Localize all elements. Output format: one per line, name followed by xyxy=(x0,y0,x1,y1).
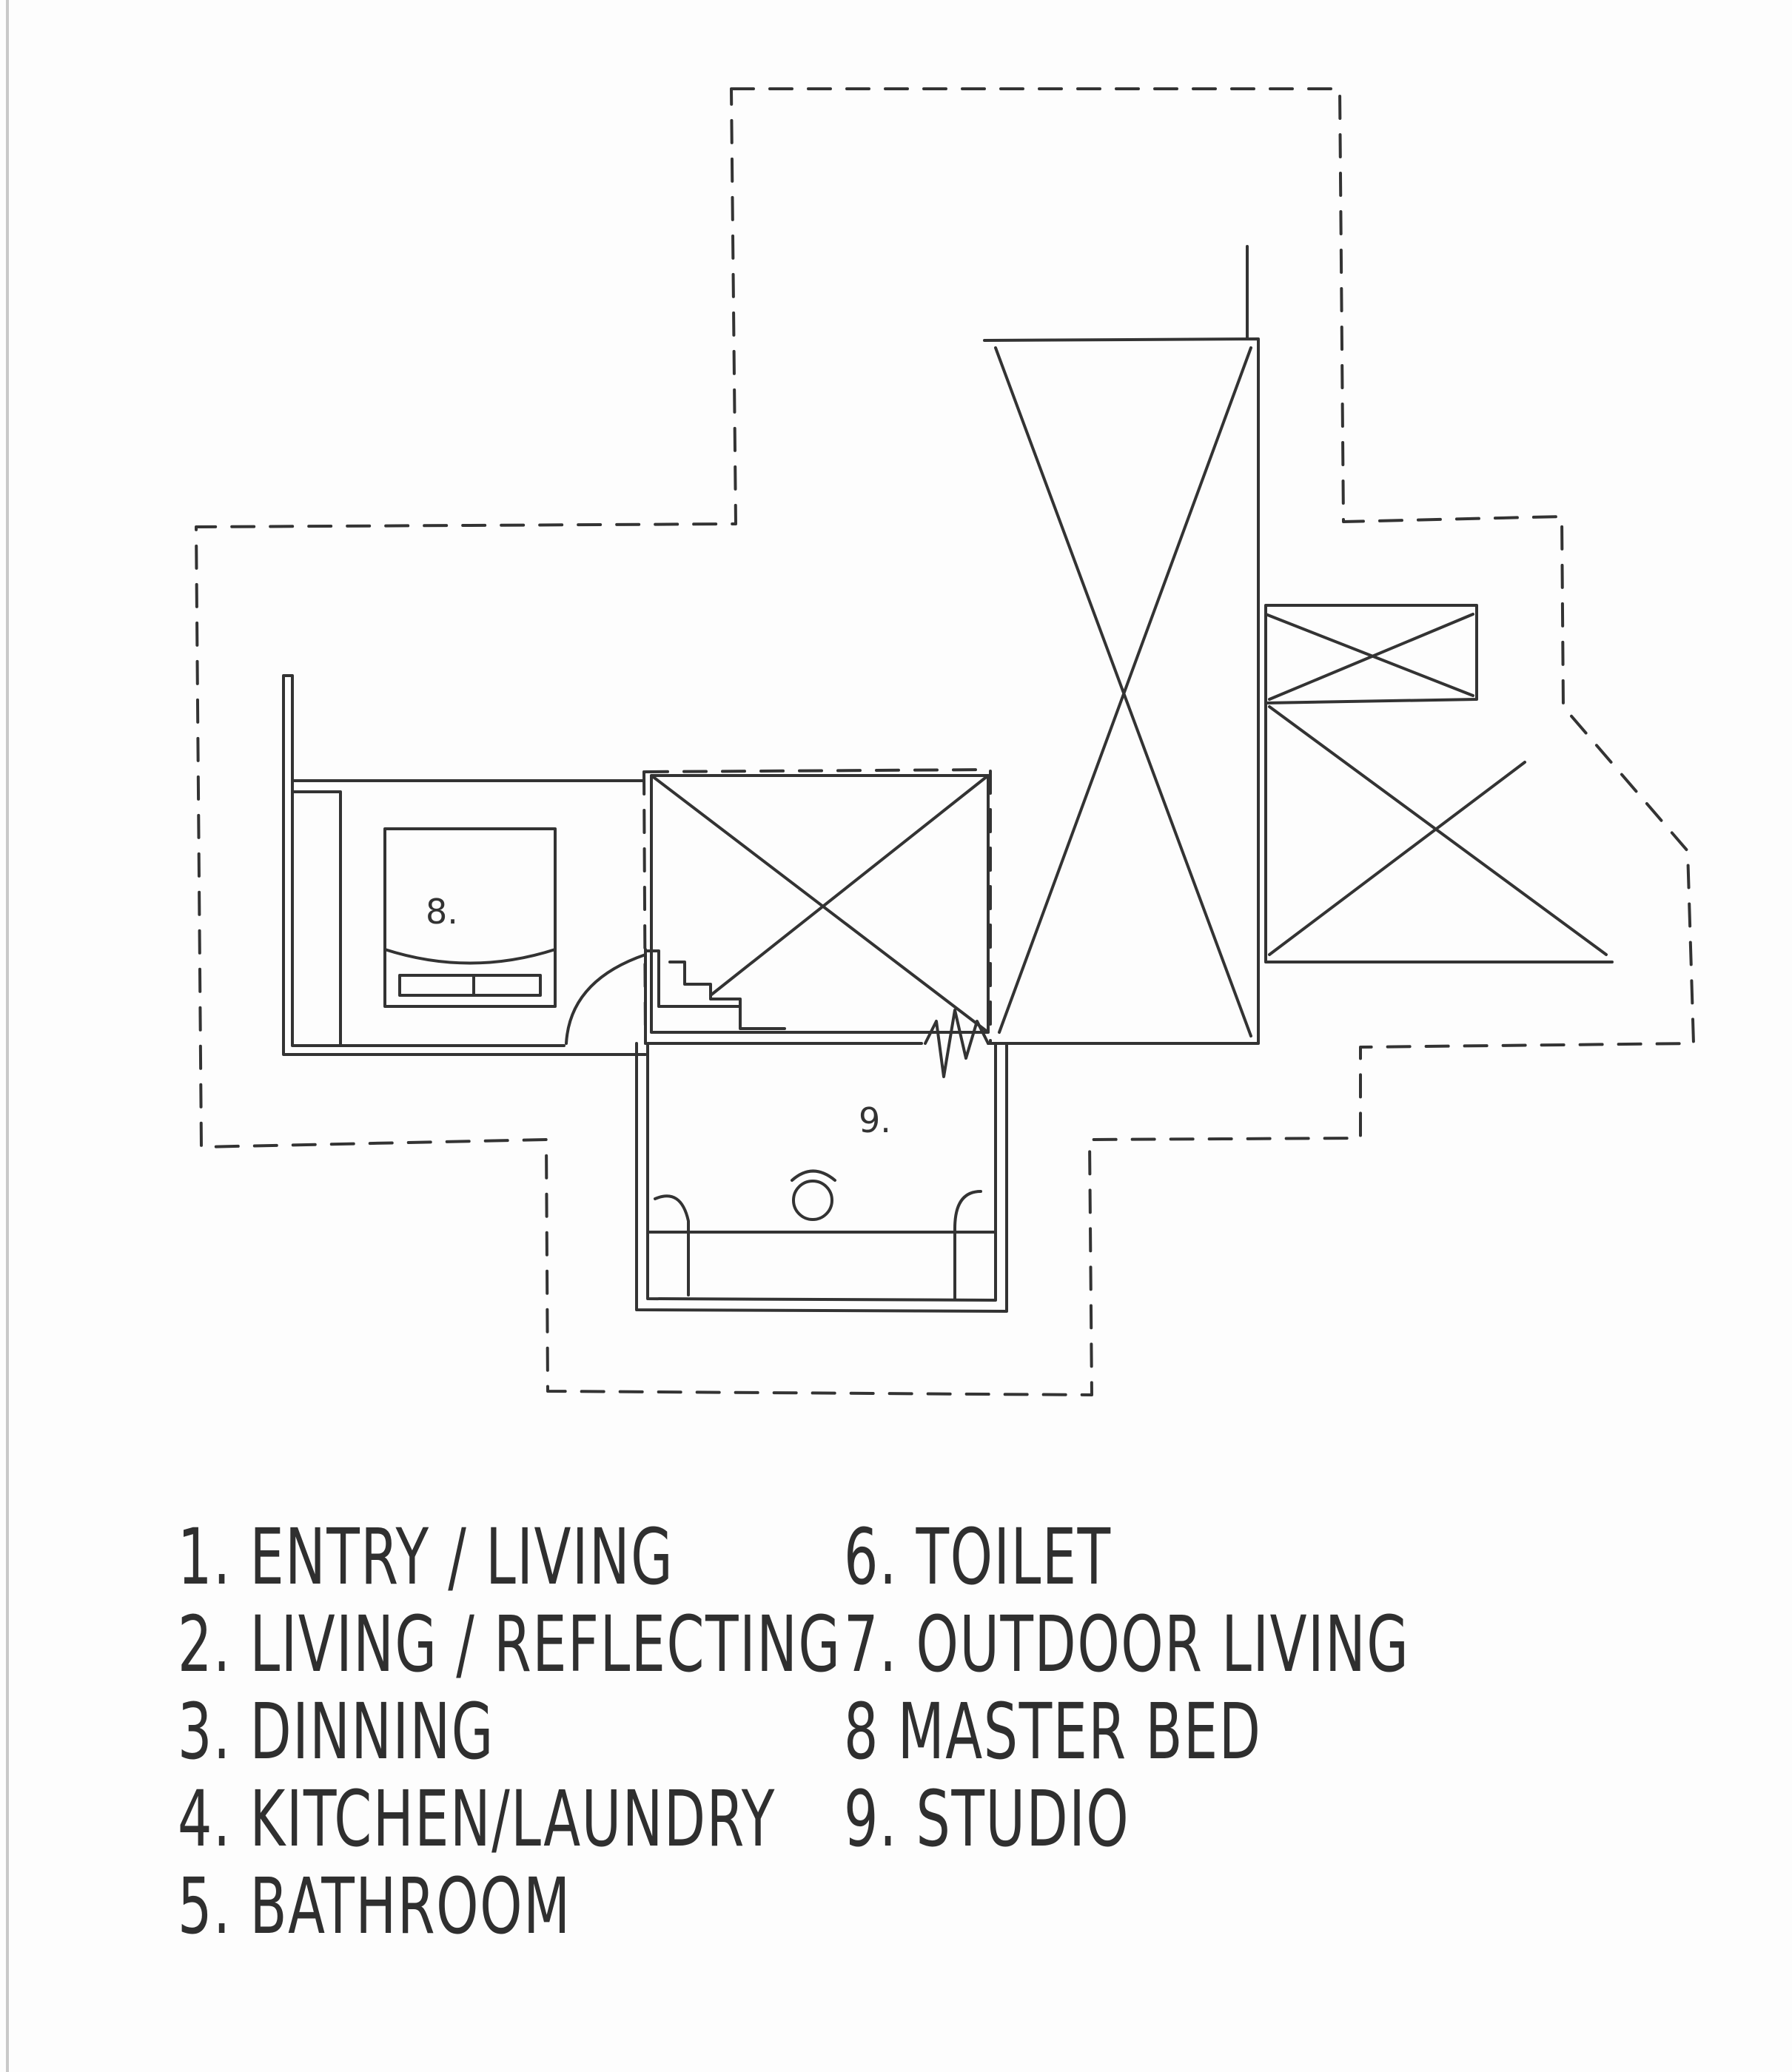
room-marker-8: 8. xyxy=(426,892,458,932)
studio-stool xyxy=(792,1180,833,1221)
legend-item-dining: 3. DINNING xyxy=(178,1686,494,1777)
studio-outline-inner xyxy=(642,768,992,1045)
legend-item-studio: 9. STUDIO xyxy=(844,1774,1130,1864)
master-bed xyxy=(383,827,557,1008)
legend-item-living-reflecting: 2. LIVING / REFLECTING xyxy=(178,1599,842,1689)
sheet-margin-line xyxy=(6,0,9,2072)
legend-item-bathroom: 5. BATHROOM xyxy=(178,1861,571,1951)
upper-floor-outline xyxy=(195,87,1695,1396)
legend-right-column: 6. TOILET 7. OUTDOOR LIVING 8 MASTER BED… xyxy=(844,1513,1409,1863)
void-dining xyxy=(650,774,990,1034)
room-marker-9: 9. xyxy=(859,1100,891,1140)
staircase xyxy=(644,948,786,1045)
void-east xyxy=(1264,604,1614,963)
bed-headboard xyxy=(383,948,557,997)
legend-item-master-bed: 8 MASTER BED xyxy=(844,1686,1262,1777)
void-living-tower xyxy=(983,245,1260,1045)
zigzag-break xyxy=(924,1009,990,1078)
studio-bench xyxy=(646,1190,997,1300)
stool-back xyxy=(791,1169,836,1182)
door-swing-bed xyxy=(565,953,647,1045)
legend-left-column: 1. ENTRY / LIVING 2. LIVING / REFLECTING… xyxy=(178,1513,841,1950)
legend-item-toilet: 6. TOILET xyxy=(844,1512,1112,1602)
legend-item-entry-living: 1. ENTRY / LIVING xyxy=(178,1512,674,1602)
legend-item-kitchen-laundry: 4. KITCHEN/LAUNDRY xyxy=(178,1774,776,1864)
studio-walls xyxy=(635,1042,1008,1313)
legend-item-outdoor-living: 7. OUTDOOR LIVING xyxy=(844,1599,1410,1689)
master-bed-walls xyxy=(282,674,647,1056)
